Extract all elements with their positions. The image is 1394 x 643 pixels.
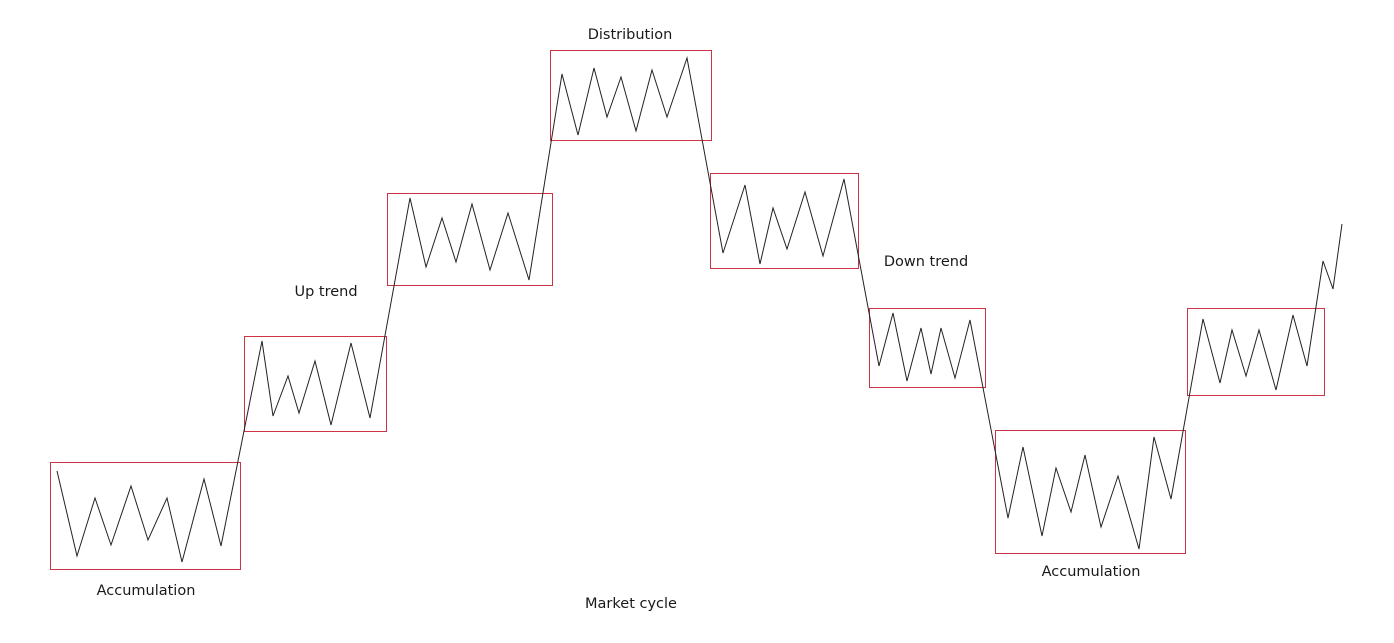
- accumulation-box-left: [50, 462, 241, 570]
- downtrend-box-1: [710, 173, 859, 269]
- uptrend-box-2: [387, 193, 553, 286]
- down-trend-label: Down trend: [884, 254, 968, 270]
- up-trend-label: Up trend: [294, 284, 357, 300]
- caption-label: Market cycle: [585, 596, 677, 612]
- uptrend-box-1: [244, 336, 387, 432]
- accumulation-box-right: [995, 430, 1186, 554]
- accumulation-label-left: Accumulation: [97, 583, 196, 599]
- distribution-box: [550, 50, 712, 141]
- distribution-label: Distribution: [588, 27, 673, 43]
- new-uptrend-box: [1187, 308, 1325, 396]
- accumulation-label-right: Accumulation: [1042, 564, 1141, 580]
- price-zigzag-line: [56, 56, 1343, 563]
- downtrend-box-2: [869, 308, 986, 388]
